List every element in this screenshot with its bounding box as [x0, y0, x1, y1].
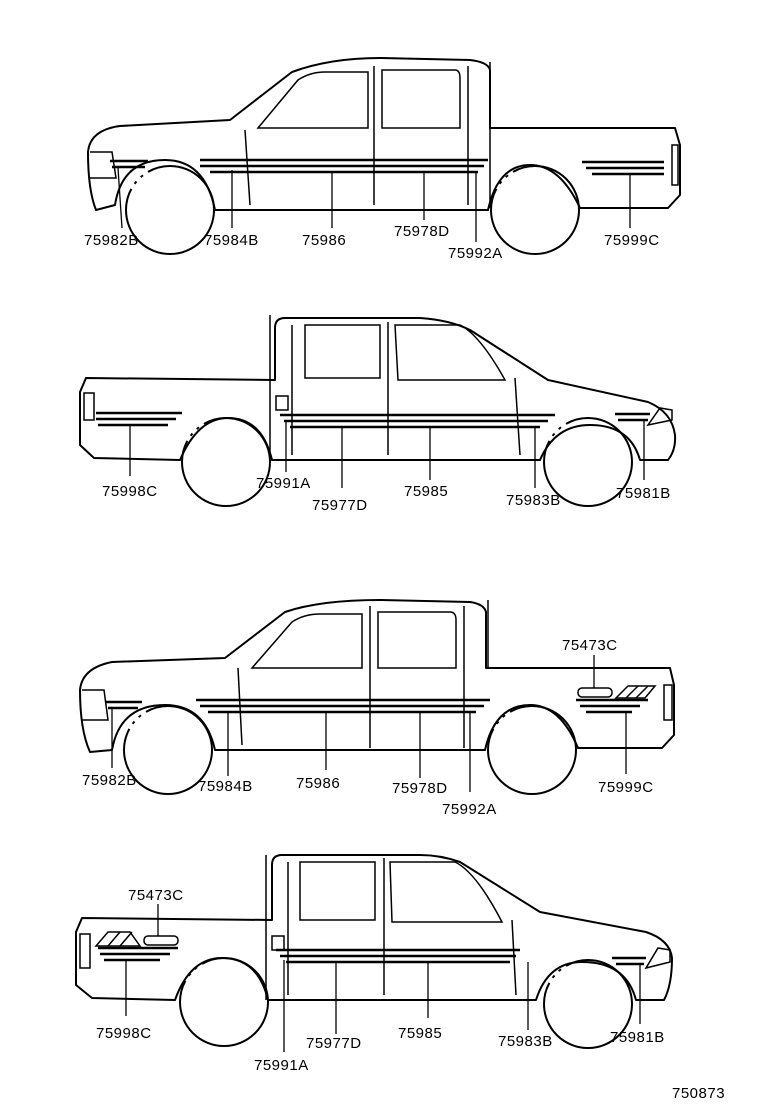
label-75998C: 75998C	[96, 1025, 152, 1042]
label-75999C: 75999C	[598, 779, 654, 796]
label-75999C: 75999C	[604, 232, 660, 249]
label-75978D: 75978D	[394, 223, 450, 240]
label-75986: 75986	[302, 232, 346, 249]
truck-view-3-left-side: 75473C 75982B 75984B 75986 75978D 75992A…	[79, 599, 675, 818]
label-75991A: 75991A	[254, 1057, 309, 1074]
label-75985: 75985	[404, 483, 448, 500]
label-75992A: 75992A	[448, 245, 503, 262]
label-75473C: 75473C	[562, 637, 618, 654]
label-75978D: 75978D	[392, 780, 448, 797]
label-75981B: 75981B	[610, 1029, 665, 1046]
truck-view-4-right-side: 75473C 75998C 75991A 75977D 75985 75983B…	[75, 854, 673, 1074]
label-75977D: 75977D	[306, 1035, 362, 1052]
label-75998C: 75998C	[102, 483, 158, 500]
label-75984B: 75984B	[198, 778, 253, 795]
label-75983B: 75983B	[506, 492, 561, 509]
label-75984B: 75984B	[204, 232, 259, 249]
label-75977D: 75977D	[312, 497, 368, 514]
figure-code: 750873	[672, 1085, 725, 1102]
label-75981B: 75981B	[616, 485, 671, 502]
label-75986: 75986	[296, 775, 340, 792]
label-75982B: 75982B	[82, 772, 137, 789]
truck-view-1-left-side: 75982B 75984B 75986 75978D 75992A 75999C	[84, 57, 681, 262]
label-75991A: 75991A	[256, 475, 311, 492]
label-75982B: 75982B	[84, 232, 139, 249]
label-75983B: 75983B	[498, 1033, 553, 1050]
label-75985: 75985	[398, 1025, 442, 1042]
truck-view-2-right-side: 75998C 75991A 75977D 75985 75983B 75981B	[79, 315, 677, 514]
label-75473C: 75473C	[128, 887, 184, 904]
label-75992A: 75992A	[442, 801, 497, 818]
